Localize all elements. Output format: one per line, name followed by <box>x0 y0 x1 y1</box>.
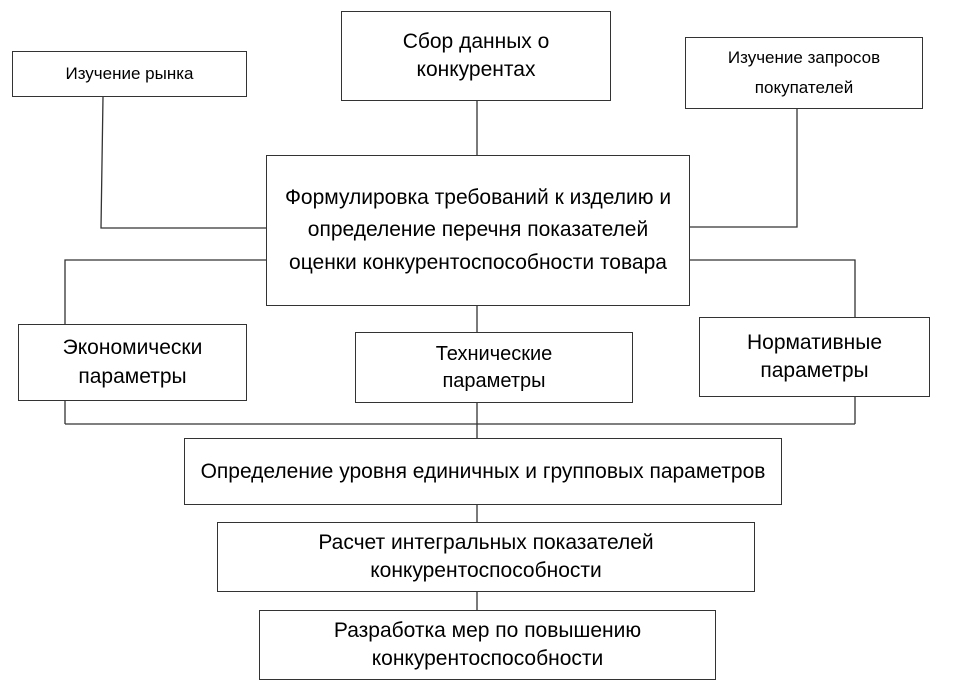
node-integral-indicators-label: Расчет интегральных показателей конкурен… <box>318 530 654 582</box>
node-normative-params: Нормативные параметры <box>699 317 930 397</box>
node-integral-indicators: Расчет интегральных показателей конкурен… <box>217 522 755 592</box>
node-requirements: Формулировка требований к изделию и опре… <box>266 155 690 306</box>
node-technical-params: Технические параметры <box>355 332 633 403</box>
node-market-research: Изучение рынка <box>12 51 247 97</box>
node-improvement-measures-label: Разработка мер по повышению конкурентосп… <box>333 618 642 670</box>
edge-requirements-economic <box>64 259 266 324</box>
node-buyer-requests-label: Изучение запросов покупателей <box>727 48 881 97</box>
node-competitor-data: Сбор данных о конкурентах <box>341 11 611 101</box>
node-economic-params-label: Экономически параметры <box>62 336 203 388</box>
edge-buyers-requirements <box>690 109 798 228</box>
node-market-research-label: Изучение рынка <box>65 63 194 83</box>
edge-requirements-normative <box>690 259 856 317</box>
node-parameter-levels: Определение уровня единичных и групповых… <box>184 438 782 505</box>
edge-market-requirements <box>100 96 266 229</box>
node-buyer-requests: Изучение запросов покупателей <box>685 37 923 109</box>
node-requirements-label: Формулировка требований к изделию и опре… <box>284 185 672 274</box>
node-normative-params-label: Нормативные параметры <box>746 330 883 382</box>
node-parameter-levels-label: Определение уровня единичных и групповых… <box>200 459 766 483</box>
node-economic-params: Экономически параметры <box>18 324 247 401</box>
node-improvement-measures: Разработка мер по повышению конкурентосп… <box>259 610 716 680</box>
node-competitor-data-label: Сбор данных о конкурентах <box>402 29 550 81</box>
node-technical-params-label: Технические параметры <box>435 342 553 392</box>
